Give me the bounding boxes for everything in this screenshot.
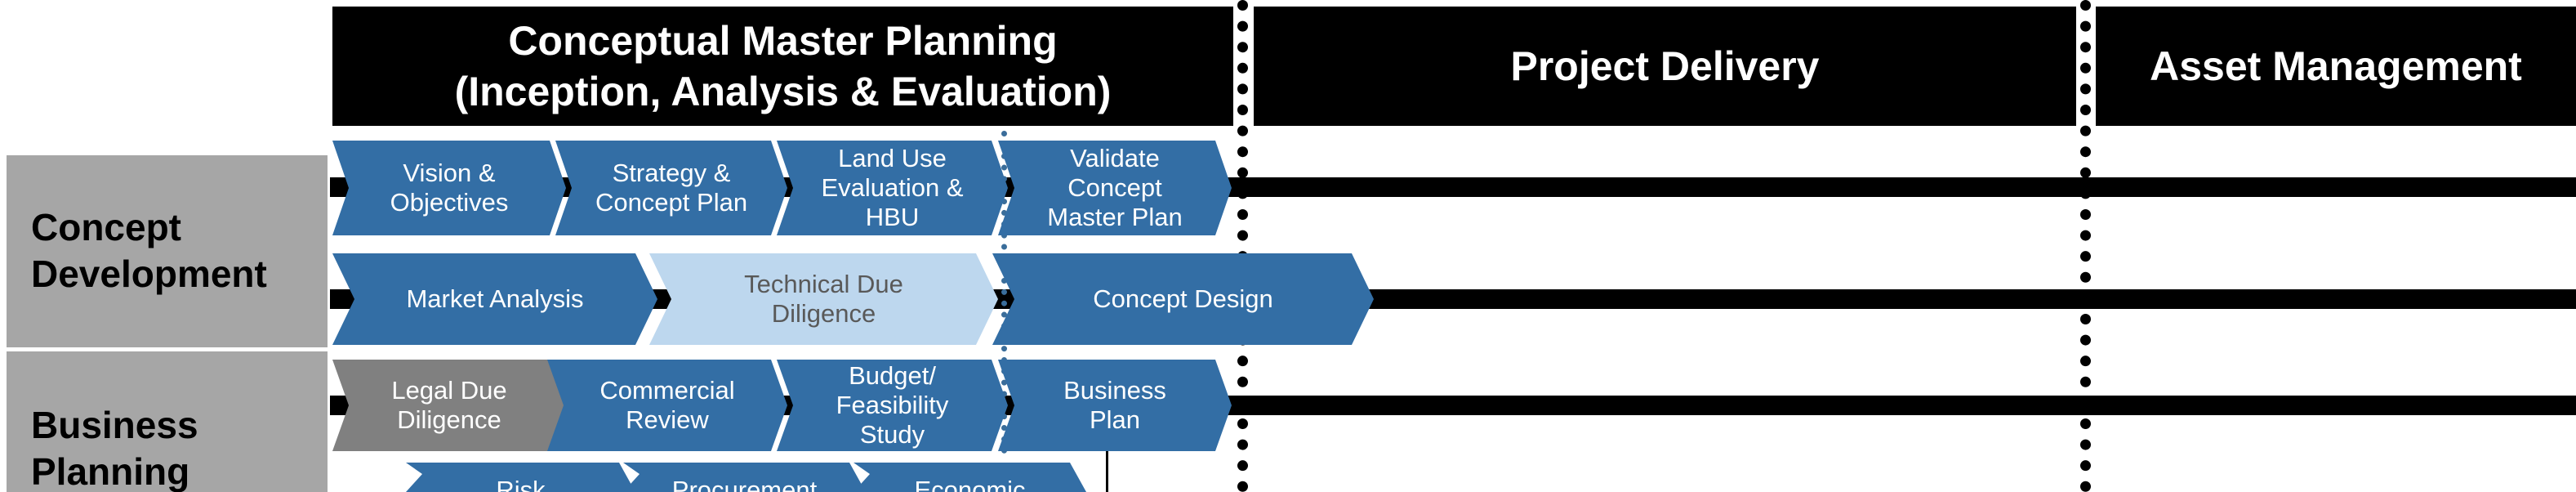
row-label-concept-development: Concept Development xyxy=(7,155,328,347)
chevron-business-plan xyxy=(998,360,1232,451)
step-land-use-line-2: Evaluation & xyxy=(821,173,964,202)
chevron-strategy xyxy=(555,141,787,235)
phase-header-conceptual: Conceptual Master Planning (Inception, A… xyxy=(332,7,1233,126)
step-vision-line-1: Vision & xyxy=(403,159,496,187)
step-business-plan: Business Plan xyxy=(1014,360,1215,451)
step-economic: Economic xyxy=(870,476,1070,492)
phase-separator-1 xyxy=(1237,0,1248,492)
step-land-use-line-1: Land Use xyxy=(838,144,947,172)
step-economic-line-1: Economic xyxy=(914,476,1026,492)
step-strategy-line-2: Concept Plan xyxy=(595,188,748,217)
step-business-plan-line-2: Plan xyxy=(1089,405,1141,434)
step-concept-design: Concept Design xyxy=(1014,253,1352,345)
step-validate: Validate Concept Master Plan xyxy=(1014,141,1215,235)
step-risk: Risk xyxy=(422,476,619,492)
step-budget-line-2: Feasibility xyxy=(836,391,949,419)
phase-header-delivery: Project Delivery xyxy=(1254,7,2076,126)
step-budget-line-3: Study xyxy=(859,420,925,449)
step-risk-line-1: Risk xyxy=(496,476,546,492)
step-validate-line-2: Concept xyxy=(1067,173,1162,202)
step-vision: Vision & Objectives xyxy=(349,141,550,235)
chevron-legal xyxy=(332,360,566,451)
phase-header-conceptual-line-2: (Inception, Analysis & Evaluation) xyxy=(454,69,1112,114)
step-land-use-line-3: HBU xyxy=(865,203,920,231)
row-label-concept-development-line-2: Development xyxy=(31,253,267,295)
step-legal-line-2: Diligence xyxy=(397,405,501,434)
chevron-market xyxy=(332,253,657,345)
step-validate-line-3: Master Plan xyxy=(1047,203,1183,231)
chevron-validate xyxy=(998,141,1232,235)
step-technical-line-2: Diligence xyxy=(771,299,876,328)
step-technical: Technical Due Diligence xyxy=(671,253,976,345)
step-vision-line-2: Objectives xyxy=(390,188,509,217)
step-market-line-1: Market Analysis xyxy=(406,284,584,313)
step-business-plan-line-1: Business xyxy=(1063,376,1166,405)
phase-header-conceptual-line-1: Conceptual Master Planning xyxy=(508,18,1058,64)
step-technical-line-1: Technical Due xyxy=(744,270,903,298)
row-label-business-planning: Business Planning xyxy=(7,351,328,492)
row-label-business-planning-line-1: Business xyxy=(31,404,198,446)
step-validate-line-1: Validate xyxy=(1070,144,1160,172)
phase-header-asset-management: Asset Management xyxy=(2096,7,2576,126)
step-legal-line-1: Legal Due xyxy=(391,376,507,405)
chevron-procurement xyxy=(623,463,866,492)
step-commercial-line-2: Review xyxy=(626,405,709,434)
step-procurement-line-1: Procurement xyxy=(671,476,818,492)
step-strategy: Strategy & Concept Plan xyxy=(572,141,771,235)
row-label-concept-development-line-1: Concept xyxy=(31,206,181,248)
chevron-land-use xyxy=(777,141,1008,235)
chevron-technical xyxy=(649,253,998,345)
step-strategy-line-1: Strategy & xyxy=(612,159,731,187)
chevron-budget xyxy=(777,360,1008,451)
chevron-commercial xyxy=(547,360,787,451)
step-budget-line-1: Budget/ xyxy=(849,361,936,390)
step-budget: Budget/ Feasibility Study xyxy=(793,360,992,451)
step-concept-design-line-1: Concept Design xyxy=(1093,284,1273,313)
chevron-vision xyxy=(332,141,566,235)
step-legal: Legal Due Diligence xyxy=(349,360,550,451)
row-label-business-planning-line-2: Planning xyxy=(31,450,190,492)
step-commercial-line-1: Commercial xyxy=(599,376,735,405)
chevron-concept-design xyxy=(992,253,1374,345)
chevron-economic xyxy=(853,463,1086,492)
gate-separator xyxy=(1001,131,1007,454)
step-market: Market Analysis xyxy=(354,253,635,345)
step-commercial: Commercial Review xyxy=(564,360,771,451)
connector-line xyxy=(1106,448,1108,492)
chevron-risk xyxy=(406,463,635,492)
step-land-use: Land Use Evaluation & HBU xyxy=(793,141,992,235)
step-procurement: Procurement xyxy=(640,476,849,492)
phase-separator-2 xyxy=(2080,0,2091,492)
